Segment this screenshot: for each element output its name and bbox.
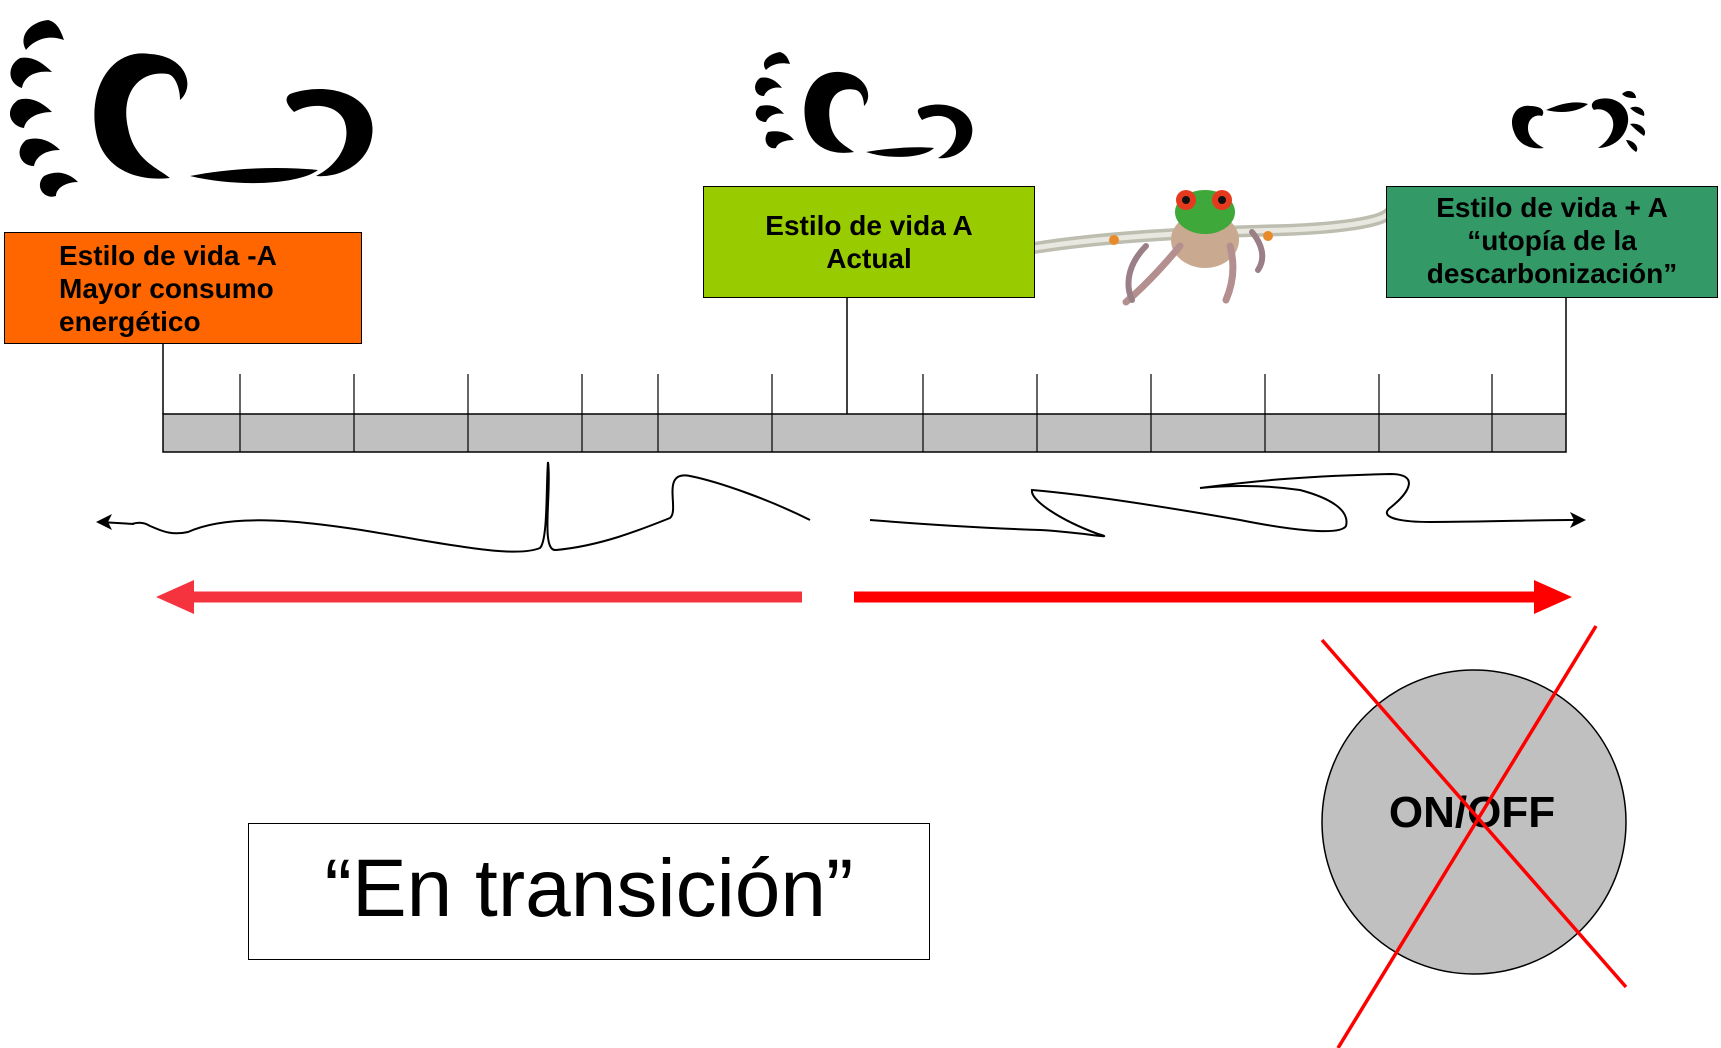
lifestyle-plus-box: Estilo de vida + A “utopía de la descarb… (1386, 186, 1718, 298)
transition-label: “En transición” (324, 843, 854, 934)
transition-label-box: “En transición” (248, 823, 930, 960)
lifestyle-current-box: Estilo de vida A Actual (703, 186, 1035, 298)
box-connectors (162, 298, 1567, 414)
lifestyle-minus-line2: Mayor consumo (59, 273, 274, 304)
red-arrow-left (156, 580, 802, 614)
carbon-footprint-large-icon (10, 20, 373, 197)
lifestyle-plus-line3: descarbonización” (1426, 258, 1678, 289)
carbon-footprint-small-icon (1511, 91, 1646, 152)
lifestyle-plus-title: Estilo de vida + A (1436, 192, 1668, 223)
lifestyle-plus-line2: “utopía de la (1467, 225, 1637, 256)
lifestyle-current-title: Estilo de vida A (765, 210, 973, 241)
lifestyle-minus-box: Estilo de vida -A Mayor consumo energéti… (4, 232, 362, 344)
on-off-label: ON/OFF (1388, 788, 1556, 837)
lifestyle-minus-title: Estilo de vida -A (59, 240, 277, 271)
squiggle-right (869, 472, 1586, 538)
carbon-footprint-medium-icon (755, 52, 973, 159)
lifestyle-minus-line3: energético (59, 306, 201, 337)
lifestyle-current-line2: Actual (826, 243, 912, 274)
frog-on-branch-image (1028, 190, 1394, 306)
scale-bar (162, 374, 1567, 453)
squiggle-left (96, 461, 811, 553)
red-arrow-right (854, 580, 1572, 614)
